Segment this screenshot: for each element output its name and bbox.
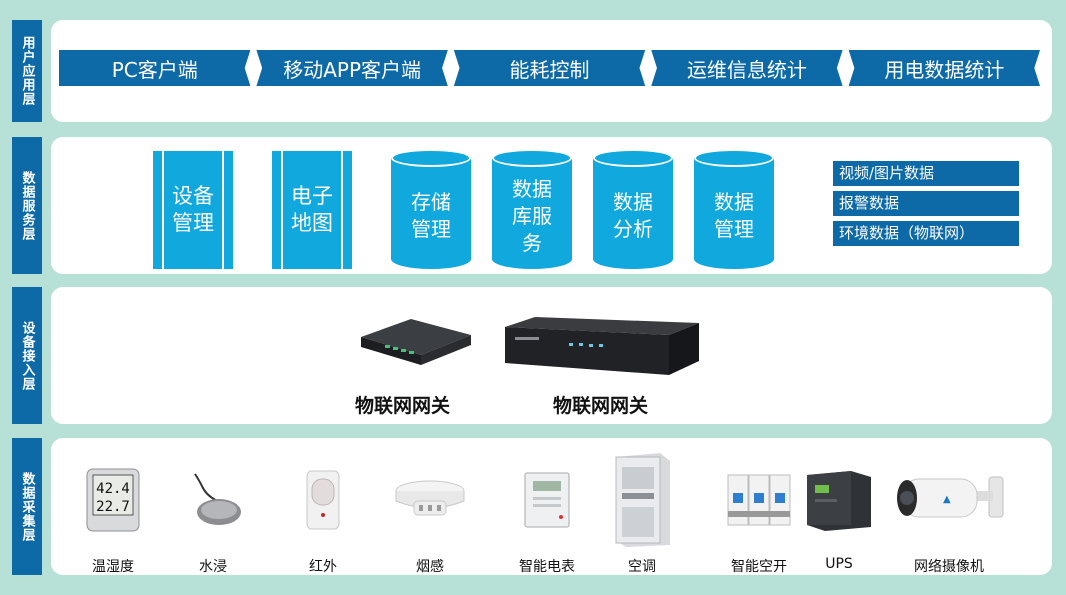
service-storage-cylinder: 存储 管理	[391, 149, 471, 269]
ups-icon	[807, 471, 871, 531]
sensor-label-ups: UPS	[825, 556, 853, 572]
service-analysis-label: 数据 分析	[613, 190, 653, 241]
device-access-panel: 物联网网关 物联网网关	[51, 287, 1052, 424]
thermohygrometer-icon: 42.4 22.7	[86, 468, 140, 532]
smart-meter-icon	[524, 472, 570, 528]
gateway-label-2: 物联网网关	[553, 395, 649, 417]
sensor-label-water-leak: 水浸	[199, 559, 227, 575]
gateway-large-image	[505, 317, 699, 375]
user-layer-panel: PC客户端 移动APP客户端 能耗控制 运维信息统计 用电数据统计	[51, 20, 1052, 122]
sensor-smart-meter: 智能电表	[497, 448, 597, 578]
user-app-row: PC客户端 移动APP客户端 能耗控制 运维信息统计 用电数据统计	[59, 50, 1041, 86]
service-storage-label: 存储 管理	[411, 190, 451, 241]
service-device-management: 设备 管理	[153, 151, 233, 269]
data-service-panel: 设备 管理 电子 地图 存储 管理 数据 库服 务 数据 分析 数据 管理 视频…	[51, 137, 1052, 274]
layer-label-data-service: 数据服务层	[12, 137, 42, 274]
infrared-sensor-icon	[306, 470, 340, 530]
svg-text:▲: ▲	[943, 494, 951, 505]
network-camera-icon: ▲	[897, 476, 1004, 518]
service-database-label: 数据 库服 务	[512, 176, 552, 255]
sensor-air-conditioner: 空调	[592, 448, 692, 578]
app-ops-statistics: 运维信息统计	[651, 50, 843, 86]
sensor-label-network-camera: 网络摄像机	[914, 559, 984, 575]
smoke-detector-icon	[395, 480, 465, 516]
data-type-environment: 环境数据（物联网）	[833, 221, 1019, 246]
sensor-label-infrared: 红外	[309, 559, 337, 575]
sensor-label-smart-meter: 智能电表	[519, 559, 575, 575]
data-type-video: 视频/图片数据	[833, 161, 1019, 186]
sensor-water-leak: 水浸	[163, 448, 263, 578]
sensor-temp-humidity: 42.4 22.7 温湿度	[63, 448, 163, 578]
service-analysis-cylinder: 数据 分析	[593, 149, 673, 269]
thermo-reading-2: 22.7	[96, 499, 130, 515]
service-electronic-map: 电子 地图	[272, 151, 352, 269]
thermo-reading-1: 42.4	[96, 481, 130, 497]
data-type-alarm: 报警数据	[833, 191, 1019, 216]
sensor-smoke: 烟感	[380, 448, 480, 578]
app-mobile-client: 移动APP客户端	[256, 50, 448, 86]
app-pc-client: PC客户端	[59, 50, 251, 86]
app-power-statistics: 用电数据统计	[848, 50, 1041, 86]
layer-label-device-access: 设备接入层	[12, 287, 42, 424]
gateway-small-image	[361, 319, 471, 365]
sensor-label-smart-breaker: 智能空开	[731, 559, 787, 575]
data-collect-panel: 42.4 22.7 温湿度 水浸 红外	[51, 438, 1052, 575]
sensor-label-air-conditioner: 空调	[628, 559, 656, 575]
service-electronic-map-label: 电子 地图	[291, 184, 333, 235]
layer-label-user: 用户应用层	[12, 20, 42, 122]
sensor-label-temp-humidity: 温湿度	[92, 559, 134, 575]
data-type-list: 视频/图片数据 报警数据 环境数据（物联网）	[833, 161, 1019, 251]
service-database-cylinder: 数据 库服 务	[492, 149, 572, 269]
air-conditioner-icon	[615, 453, 670, 547]
service-data-management-label: 数据 管理	[714, 190, 754, 241]
gateway-label-1: 物联网网关	[355, 395, 451, 417]
sensor-ups: UPS	[789, 448, 889, 578]
app-energy-control: 能耗控制	[453, 50, 646, 86]
sensor-infrared: 红外	[273, 448, 373, 578]
service-device-management-label: 设备 管理	[172, 184, 214, 235]
sensor-smart-breaker: 智能空开	[709, 448, 809, 578]
layer-label-data-collect: 数据采集层	[12, 438, 42, 575]
circuit-breaker-icon	[727, 474, 791, 526]
water-leak-sensor-icon	[194, 473, 241, 525]
service-data-management-cylinder: 数据 管理	[694, 149, 774, 269]
sensor-network-camera: ▲ 网络摄像机	[889, 448, 1009, 578]
sensor-label-smoke: 烟感	[416, 559, 444, 575]
